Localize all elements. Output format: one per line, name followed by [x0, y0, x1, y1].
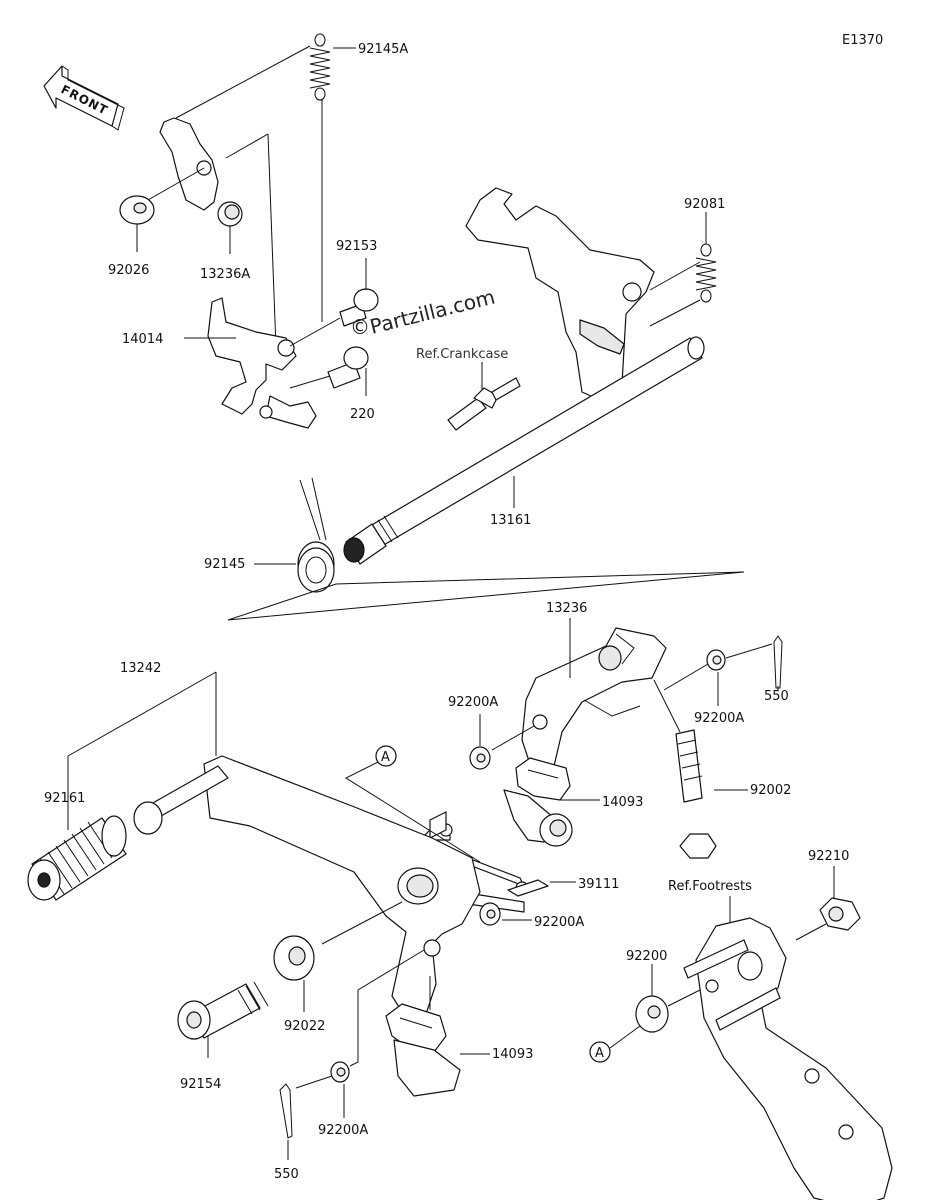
- label-550-top: 550: [764, 689, 789, 704]
- label-39111: 39111: [578, 877, 619, 892]
- lever-14014: [207, 297, 317, 429]
- watermark-copyright-icon: ©: [350, 315, 370, 339]
- footrest-bracket: [683, 917, 893, 1200]
- watermark: Partzilla.com: [367, 285, 497, 339]
- label-92145a: 92145A: [358, 42, 408, 57]
- ref-footrests-label: Ref.Footrests: [668, 879, 752, 894]
- spring-92145a: [309, 33, 331, 101]
- label-92145: 92145: [204, 557, 245, 572]
- label-14014: 14014: [122, 332, 163, 347]
- label-92081: 92081: [684, 197, 725, 212]
- bolt-220: [327, 346, 369, 389]
- washer-92022: [273, 935, 315, 981]
- rubber-92161: [27, 815, 127, 901]
- nut-92210: [819, 897, 861, 931]
- label-92200a-right: 92200A: [694, 711, 744, 726]
- cotter-pin-550-bottom: [279, 1083, 293, 1139]
- divider-line: [227, 571, 745, 621]
- label-92022: 92022: [284, 1019, 325, 1034]
- label-13236a: 13236A: [200, 267, 250, 282]
- rod-end-14093-top: [503, 757, 573, 847]
- label-92200a-bottom: 92200A: [318, 1123, 368, 1138]
- callout-a-top: A: [375, 745, 397, 767]
- washer-92200a-bottom: [330, 1061, 350, 1083]
- shift-shaft-13161: [343, 336, 705, 565]
- washer-92200a-low: [479, 902, 501, 926]
- callout-a-bottom: A: [589, 1041, 611, 1063]
- rod-end-14093-low: [385, 1003, 461, 1097]
- label-92200a-mid: 92200A: [448, 695, 498, 710]
- label-92200a-low: 92200A: [534, 915, 584, 930]
- washer-92200: [635, 995, 669, 1033]
- washer-92200a-mid: [469, 746, 491, 770]
- label-14093-low: 14093: [492, 1047, 533, 1062]
- label-14093-top: 14093: [602, 795, 643, 810]
- front-arrow-icon: FRONT: [43, 65, 125, 131]
- label-92153: 92153: [336, 239, 377, 254]
- shift-pedal-13242: [133, 755, 481, 1019]
- label-92200: 92200: [626, 949, 667, 964]
- torsion-spring-92145: [297, 477, 335, 593]
- bolt-92002: [675, 729, 717, 859]
- label-13236: 13236: [546, 601, 587, 616]
- label-92002: 92002: [750, 783, 791, 798]
- stud-crankcase: [447, 377, 521, 431]
- ref-crankcase-label: Ref.Crankcase: [416, 347, 508, 362]
- label-550-bottom: 550: [274, 1167, 299, 1182]
- spring-92081: [695, 243, 717, 303]
- cotter-pin-550-top: [773, 635, 783, 689]
- washer-92200a-right: [706, 649, 726, 671]
- shift-arm: [465, 187, 655, 403]
- label-92154: 92154: [180, 1077, 221, 1092]
- label-92161: 92161: [44, 791, 85, 806]
- label-13161: 13161: [490, 513, 531, 528]
- label-92026: 92026: [108, 263, 149, 278]
- diagram-code: E1370: [842, 33, 883, 48]
- label-13242: 13242: [120, 661, 161, 676]
- arm-13236: [521, 627, 667, 771]
- label-220: 220: [350, 407, 375, 422]
- washer-92026: [119, 195, 155, 225]
- bolt-92154: [177, 981, 269, 1040]
- label-92210: 92210: [808, 849, 849, 864]
- callout-a-bottom-letter: A: [595, 1046, 604, 1061]
- plate-13236a: [159, 117, 243, 227]
- callout-a-top-letter: A: [381, 750, 390, 765]
